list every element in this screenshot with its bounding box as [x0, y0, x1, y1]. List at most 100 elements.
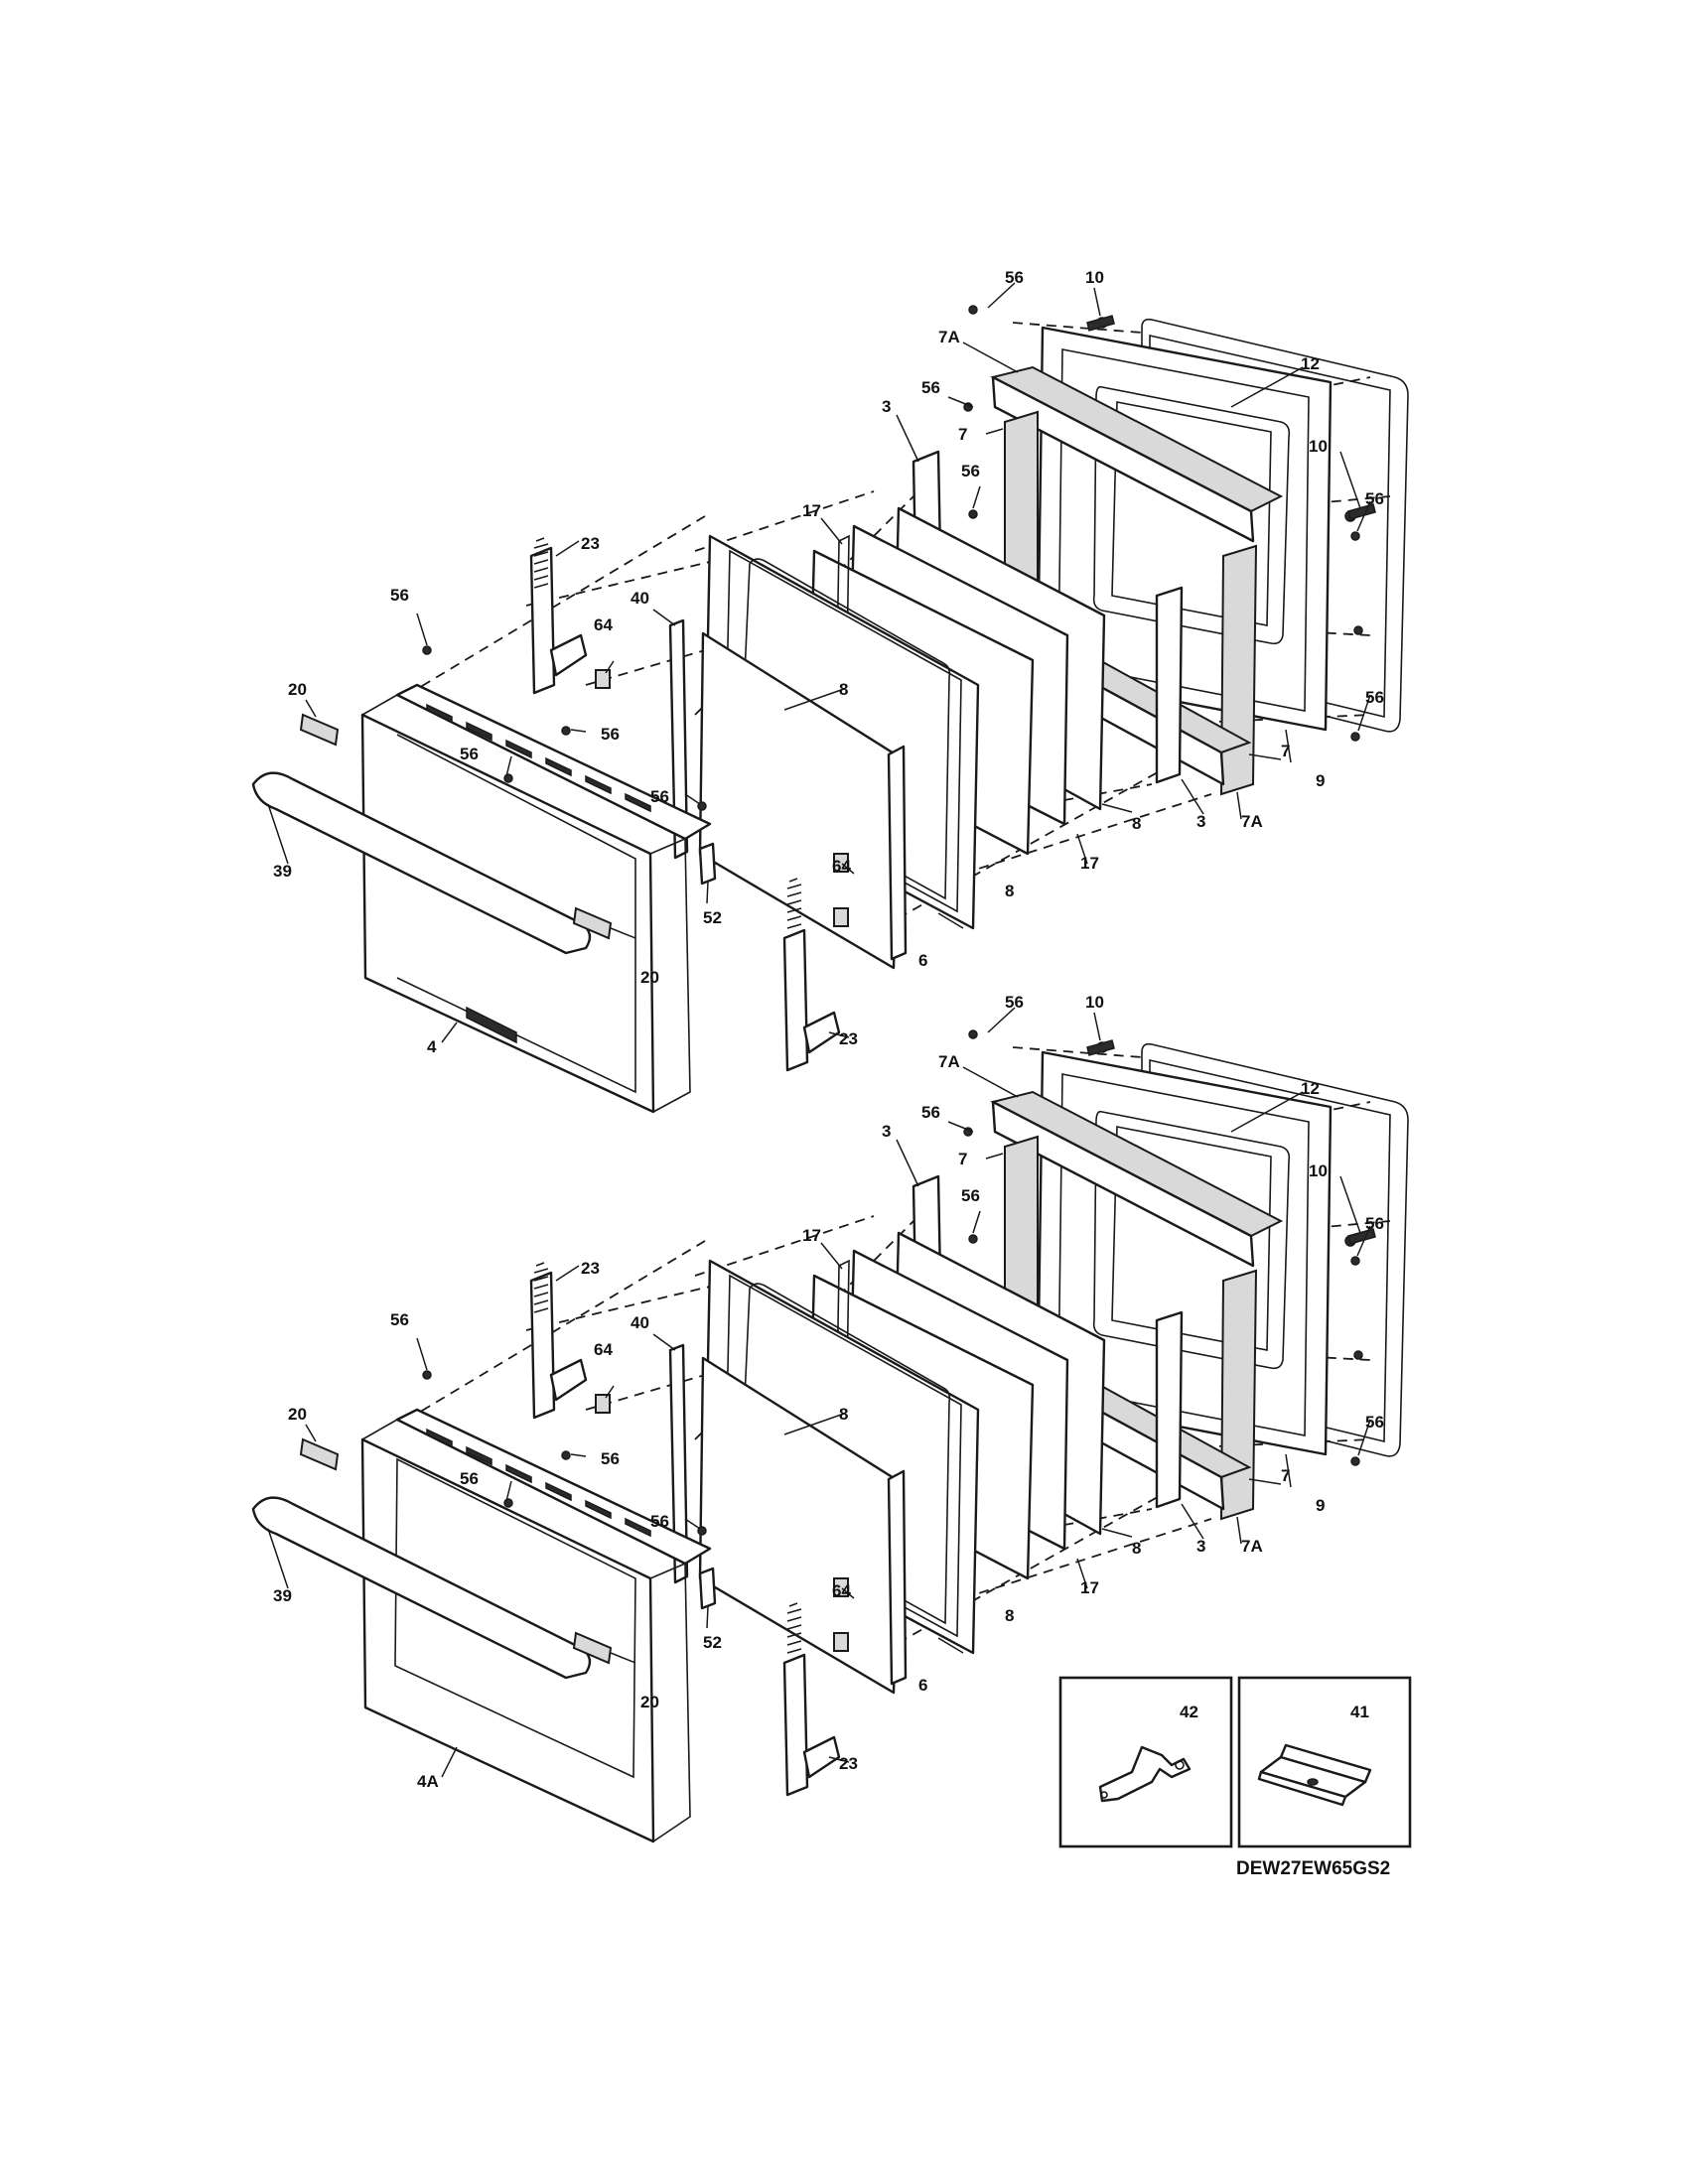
callout-56: 56 [601, 725, 620, 744]
callout-56: 56 [650, 1512, 669, 1531]
hinge-part-23-lower [782, 1602, 841, 1797]
clip-part-64-a [595, 1394, 611, 1414]
callout-56: 56 [921, 1103, 940, 1122]
callout-23: 23 [839, 1754, 858, 1773]
callout-7A: 7A [1241, 812, 1263, 831]
outer-door-part-4 [360, 683, 712, 1114]
callout-leaders [267, 1007, 1371, 1778]
callout-8: 8 [1005, 1606, 1014, 1625]
door-channel-part-3-right [1155, 586, 1184, 784]
callout-6: 6 [918, 951, 927, 970]
callout-40: 40 [631, 589, 649, 608]
callout-8: 8 [1005, 882, 1014, 900]
callout-8: 8 [839, 1405, 848, 1424]
callout-17: 17 [802, 501, 821, 520]
end-cap-part-20-left [299, 1437, 340, 1471]
callout-4: 4 [427, 1037, 437, 1056]
clip-part-64-a [595, 669, 611, 689]
callout-3: 3 [882, 1122, 891, 1141]
callout-8: 8 [1132, 1539, 1141, 1558]
callout-7A: 7A [938, 328, 960, 346]
callout-56: 56 [1005, 268, 1024, 287]
callout-17: 17 [802, 1226, 821, 1245]
callout-42: 42 [1180, 1703, 1198, 1721]
screw-part-10-right [1347, 1228, 1376, 1245]
door-handle-part-39 [251, 771, 592, 955]
callout-3: 3 [882, 397, 891, 416]
door-bracket-right [887, 1469, 908, 1686]
inset-part-41: 41 [1237, 1676, 1412, 1848]
callout-7: 7 [1281, 742, 1290, 760]
clip-part-64-c [833, 1632, 849, 1652]
callout-56: 56 [460, 745, 479, 763]
glass-panel-part-8-front [698, 1356, 901, 1695]
hinge-part-23-lower [782, 878, 841, 1072]
door-handle-part-39 [251, 1496, 592, 1680]
callout-56: 56 [961, 462, 980, 480]
callout-7: 7 [1281, 1466, 1290, 1485]
clip-part-64-b [833, 1577, 849, 1597]
callout-40: 40 [631, 1313, 649, 1332]
callout-12: 12 [1301, 354, 1320, 373]
callout-9: 9 [1316, 771, 1325, 790]
callout-7: 7 [958, 425, 967, 444]
callout-56: 56 [1365, 1413, 1384, 1432]
end-cap-part-20-right [572, 906, 613, 940]
door-bracket-right [887, 745, 908, 961]
callout-52: 52 [703, 908, 722, 927]
callout-56: 56 [961, 1186, 980, 1205]
screw-part-10-right [1347, 503, 1376, 520]
gasket-part-12 [1141, 1042, 1409, 1457]
door-bracket-part-40 [668, 1343, 689, 1584]
callout-56: 56 [921, 378, 940, 397]
glass-panel-part-8-front [698, 631, 901, 970]
callout-20: 20 [640, 968, 659, 987]
callout-4A: 4A [417, 1772, 439, 1791]
end-cap-part-20-left [299, 713, 340, 747]
callout-10: 10 [1309, 1161, 1328, 1180]
callout-52: 52 [703, 1633, 722, 1652]
callout-64: 64 [594, 615, 613, 634]
door-channel-part-3-right [1155, 1310, 1184, 1509]
upper-door-assembly: 56 10 7A 12 56 3 7 10 56 56 17 23 40 56 … [251, 268, 1409, 1114]
callout-20: 20 [288, 680, 307, 699]
callout-56: 56 [1365, 688, 1384, 707]
callout-64: 64 [832, 857, 851, 876]
door-bracket-part-40 [668, 618, 689, 860]
screw-part-10-top [1086, 315, 1115, 332]
callout-10: 10 [1309, 437, 1328, 456]
insulation-part-7-right [1219, 544, 1258, 796]
hinge-part-23-upper [529, 1262, 588, 1420]
bracket-part-52 [698, 1567, 717, 1610]
callout-labels-lower: 56 10 7A 12 56 3 7 10 56 56 17 23 40 56 … [273, 993, 1384, 1791]
bracket-icon [1098, 1745, 1192, 1803]
callout-23: 23 [581, 1259, 600, 1278]
callout-64: 64 [832, 1581, 851, 1600]
screw-part-10-top [1086, 1039, 1115, 1056]
callout-23: 23 [581, 534, 600, 553]
callout-56: 56 [1365, 1214, 1384, 1233]
callout-12: 12 [1301, 1079, 1320, 1098]
clip-part-64-b [833, 853, 849, 873]
callout-41: 41 [1350, 1703, 1369, 1721]
gasket-part-12 [1141, 318, 1409, 733]
end-cap-part-20-right [572, 1631, 613, 1665]
callout-39: 39 [273, 1586, 292, 1605]
lower-door-assembly: 56 10 7A 12 56 3 7 10 56 56 17 23 40 56 … [251, 993, 1409, 1843]
callout-10: 10 [1085, 268, 1104, 287]
clip-part-64-c [833, 907, 849, 927]
callout-8: 8 [839, 680, 848, 699]
model-code-label: DEW27EW65GS2 [1236, 1858, 1390, 1879]
callout-17: 17 [1080, 854, 1099, 873]
callout-23: 23 [839, 1029, 858, 1048]
callout-56: 56 [460, 1469, 479, 1488]
callout-6: 6 [918, 1676, 927, 1695]
callout-56: 56 [1005, 993, 1024, 1012]
bracket-part-52 [698, 842, 717, 886]
inset-part-42: 42 [1058, 1676, 1233, 1848]
callout-9: 9 [1316, 1496, 1325, 1515]
callout-56: 56 [650, 787, 669, 806]
callout-56: 56 [390, 1310, 409, 1329]
